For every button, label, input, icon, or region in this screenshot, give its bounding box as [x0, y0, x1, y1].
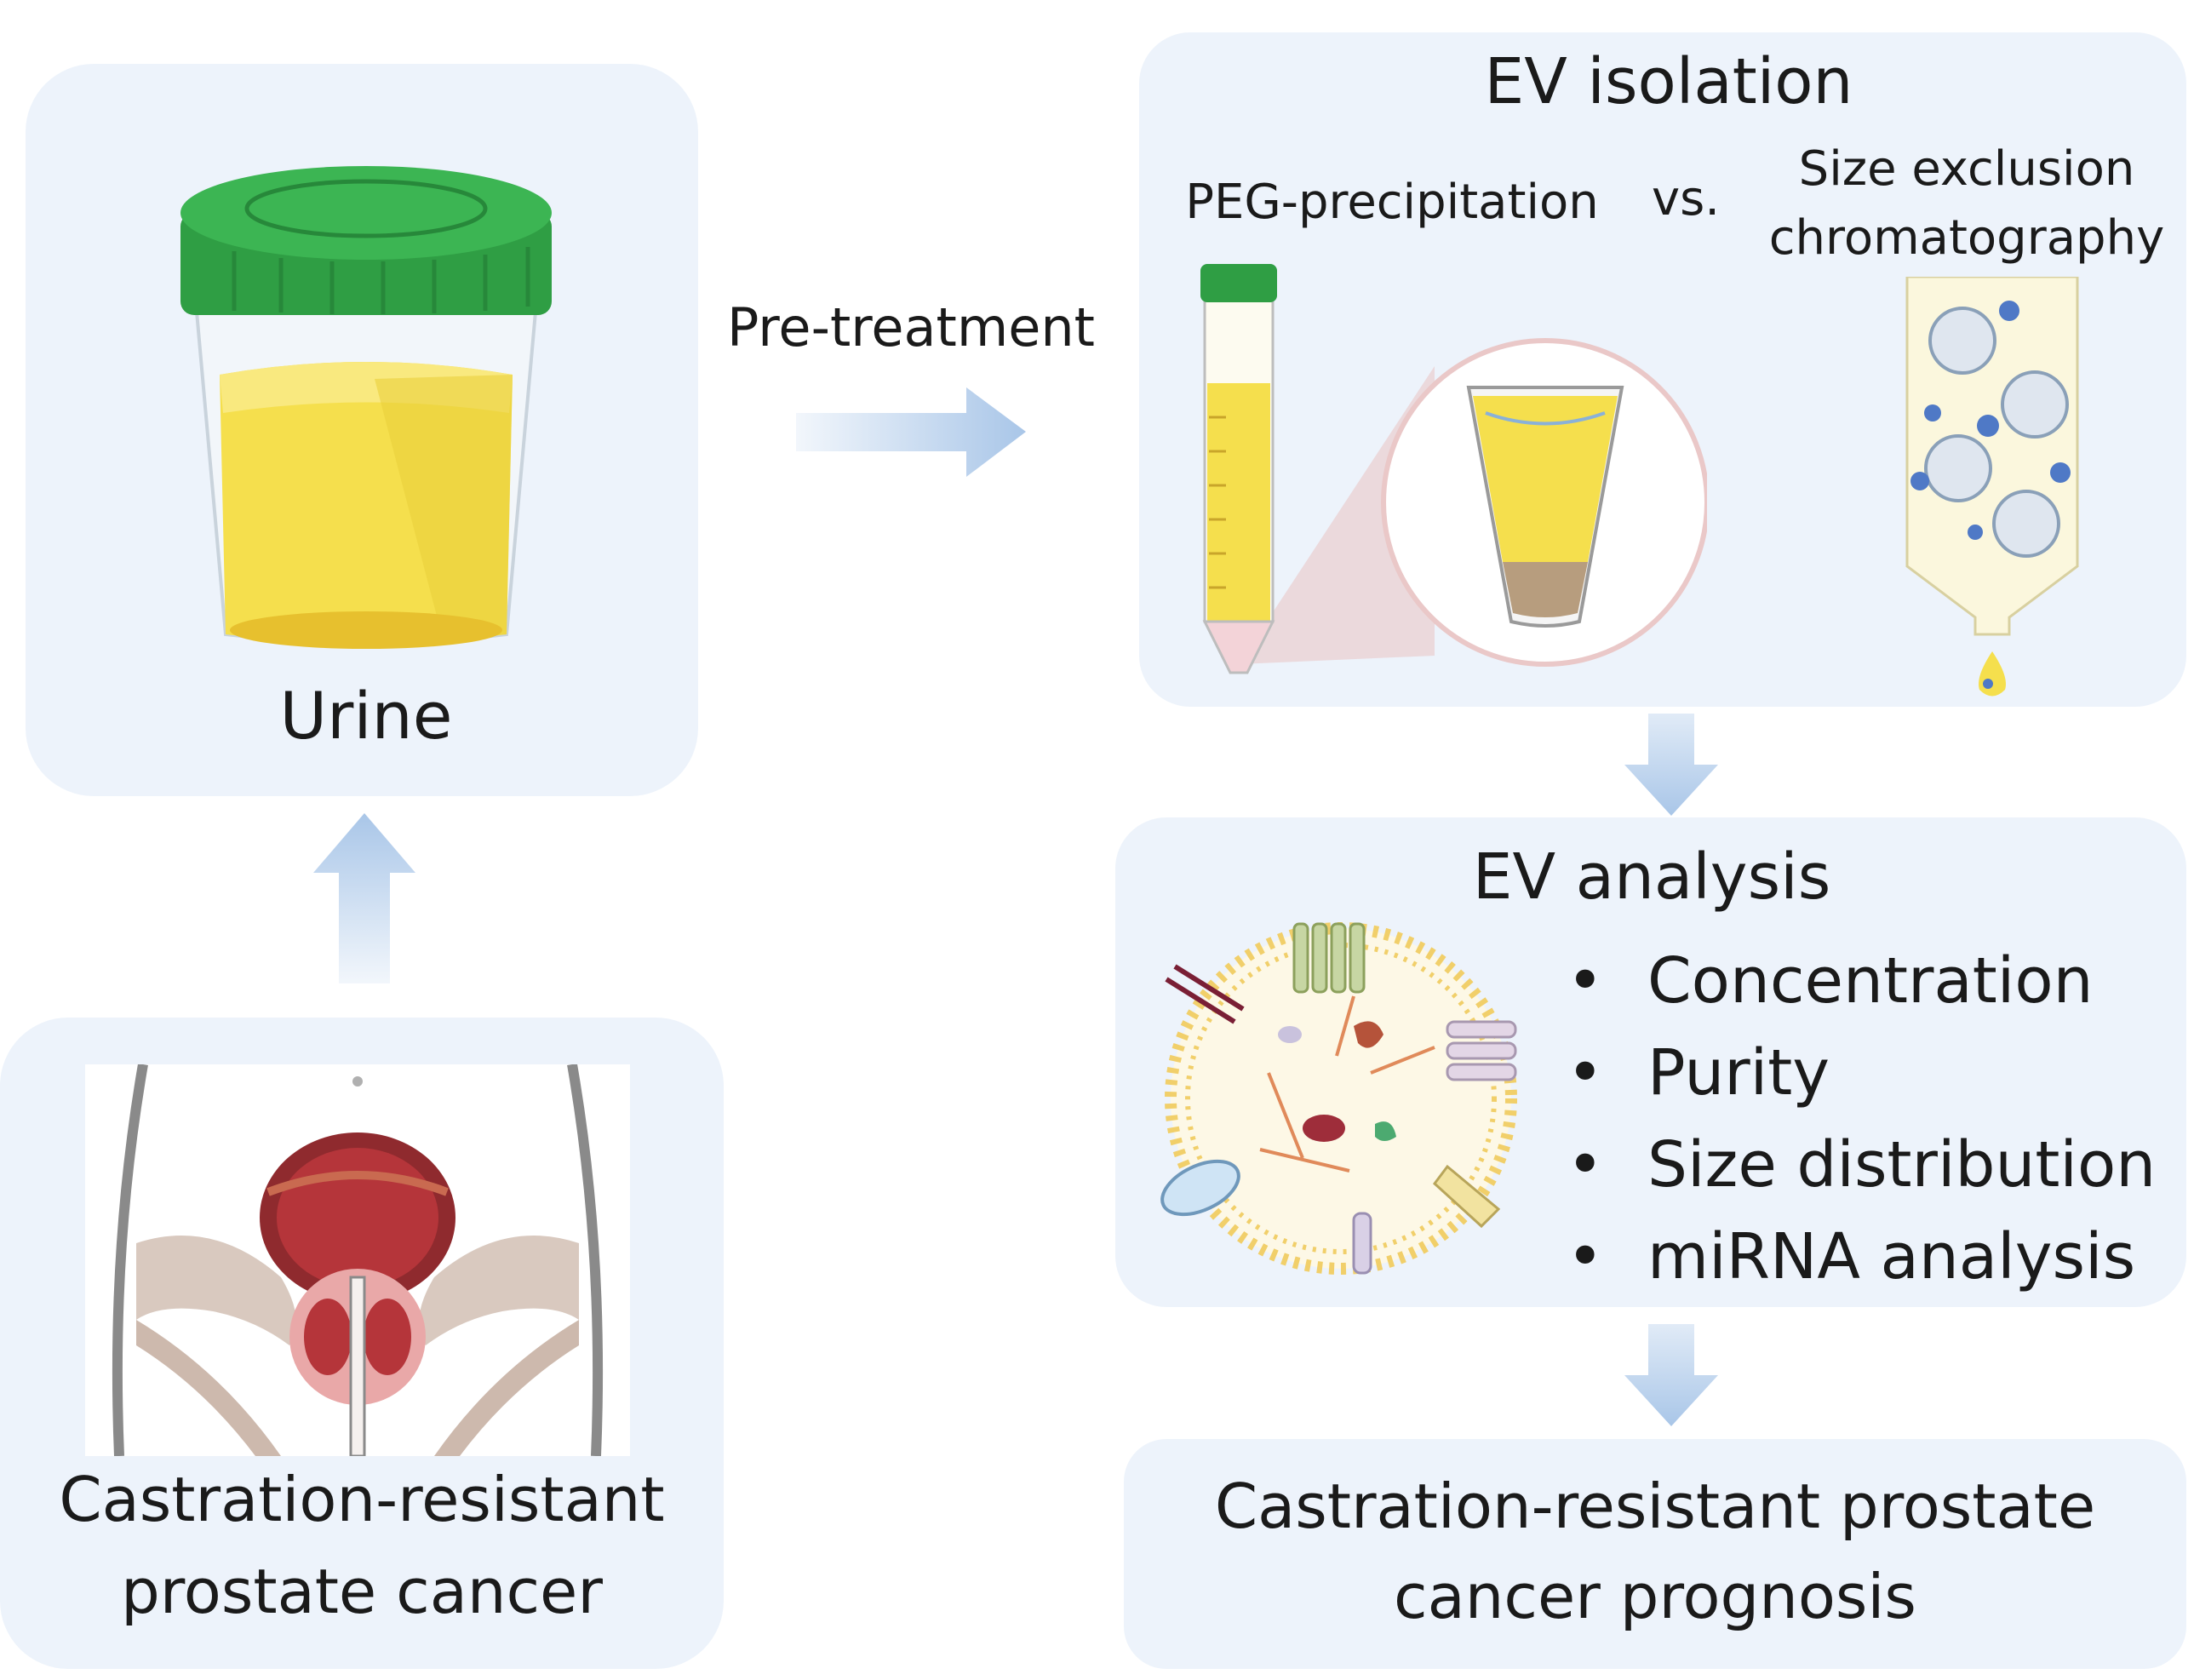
crpc-label-line1: Castration-resistant	[59, 1464, 665, 1535]
urine-cup-illustration	[180, 166, 552, 649]
list-item-purity: •Purity	[1567, 1027, 2156, 1119]
bullet-icon: •	[1567, 1036, 1604, 1109]
down-arrow-1	[1624, 714, 1718, 816]
prognosis-label-line1: Castration-resistant prostate	[1214, 1471, 2096, 1542]
versus-label: vs.	[1651, 171, 1721, 226]
ev-analysis-list: •Concentration •Purity •Size distributio…	[1567, 935, 2156, 1303]
sec-label-line1: Size exclusion	[1798, 141, 2135, 197]
urine-label: Urine	[279, 678, 453, 754]
bullet-icon: •	[1567, 1128, 1604, 1201]
up-arrow	[313, 813, 415, 983]
pretreatment-label: Pre-treatment	[727, 296, 1095, 358]
peg-precipitation-label: PEG-precipitation	[1185, 175, 1599, 230]
bullet-icon: •	[1567, 1220, 1604, 1293]
crpc-label-line2: prostate cancer	[121, 1556, 603, 1627]
prognosis-label-line2: cancer prognosis	[1394, 1561, 1916, 1632]
prognosis-panel	[1124, 1439, 2186, 1669]
list-item-size-distribution: •Size distribution	[1567, 1119, 2156, 1211]
down-arrow-2	[1624, 1324, 1718, 1426]
sec-column-illustration	[1905, 277, 2079, 697]
list-item-mirna-analysis: •miRNA analysis	[1567, 1211, 2156, 1303]
ev-analysis-title: EV analysis	[1472, 840, 1831, 914]
prostate-anatomy-illustration	[85, 1064, 630, 1456]
peg-tube-illustration	[1200, 264, 1707, 674]
ev-isolation-title: EV isolation	[1484, 45, 1853, 118]
list-item-concentration: •Concentration	[1567, 935, 2156, 1027]
bullet-icon: •	[1567, 944, 1604, 1018]
sec-label-line2: chromatography	[1768, 210, 2165, 266]
ev-vesicle-illustration	[1160, 922, 1517, 1275]
right-arrow	[796, 387, 1026, 477]
